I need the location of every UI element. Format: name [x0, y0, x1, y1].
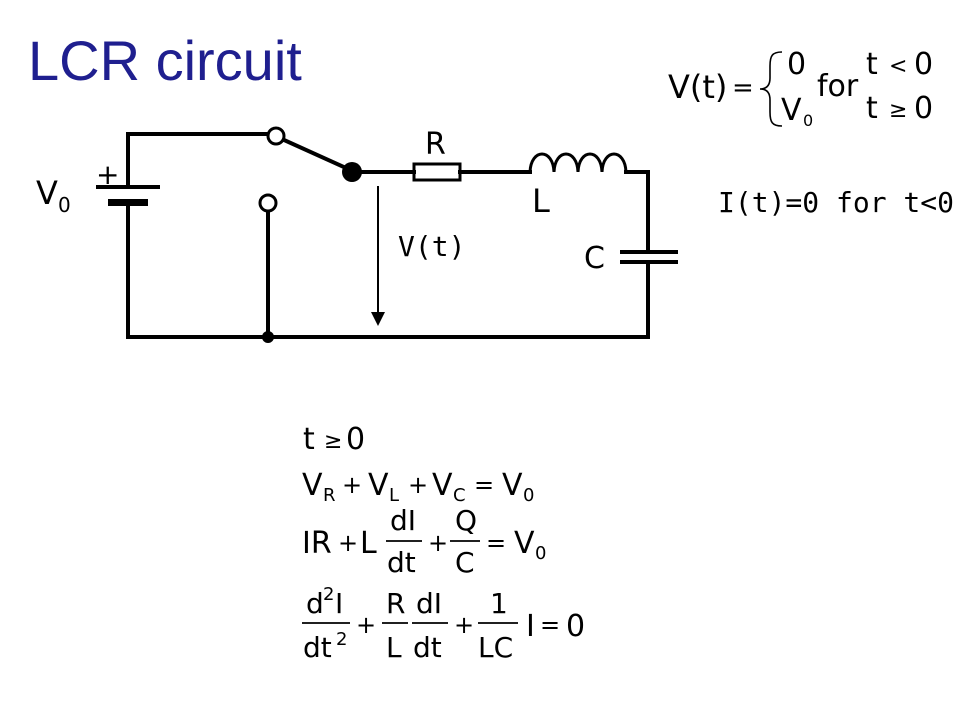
svg-text:LC: LC: [478, 631, 513, 664]
svg-text:V: V: [368, 468, 389, 503]
svg-text:+: +: [454, 611, 474, 639]
svg-text:=: =: [486, 529, 506, 557]
svg-text:Q: Q: [455, 504, 477, 537]
svg-text:=: =: [474, 471, 494, 499]
voltage-arrow-label: V(t): [398, 230, 465, 263]
svg-text:dt: dt: [387, 546, 416, 579]
svg-text:d: d: [306, 587, 324, 620]
svg-text:dt: dt: [303, 631, 332, 664]
svg-text:≥: ≥: [324, 429, 342, 454]
equation-first-order: IR + L dI dt + Q C = V 0: [302, 504, 546, 579]
svg-text:+: +: [356, 611, 376, 639]
resistor-label: R: [425, 127, 446, 162]
definition-lhs: V(t): [668, 68, 727, 106]
svg-text:dI: dI: [390, 504, 416, 537]
definition-case2-value: V: [781, 93, 802, 128]
source-label-subscript: 0: [58, 193, 71, 217]
svg-text:C: C: [455, 546, 475, 579]
definition-case1-val: 0: [914, 47, 933, 82]
svg-text:L: L: [360, 526, 377, 561]
svg-text:0: 0: [535, 543, 546, 564]
svg-text:=: =: [540, 611, 560, 639]
svg-text:+: +: [338, 529, 358, 557]
svg-text:V: V: [432, 468, 453, 503]
inductor-label: L: [532, 182, 550, 220]
initial-condition: I(t)=0 for t<0: [718, 186, 954, 219]
definition-case1-op: <: [889, 54, 907, 79]
slide-title: LCR circuit: [28, 29, 302, 92]
svg-text:+: +: [408, 471, 428, 499]
switch-terminal-bottom: [258, 193, 278, 213]
svg-text:2: 2: [336, 629, 347, 650]
source-label: V: [36, 174, 58, 212]
junction-bottom: [262, 331, 274, 343]
svg-text:L: L: [389, 485, 399, 506]
circuit-diagram: [96, 132, 678, 339]
svg-text:L: L: [386, 631, 402, 664]
resistor: [412, 162, 462, 182]
definition-case2-var: t: [866, 91, 878, 126]
plus-sign: +: [96, 158, 119, 191]
svg-text:dt: dt: [413, 631, 442, 664]
svg-text:0: 0: [346, 422, 365, 457]
definition-case1-value: 0: [787, 47, 806, 82]
equation-second-order: d 2 I dt 2 + R L dI dt + 1 LC I = 0: [302, 584, 585, 664]
svg-text:I: I: [335, 587, 343, 620]
inductor-coil: [528, 152, 628, 174]
svg-text:0: 0: [523, 485, 534, 506]
definition-equals: =: [732, 73, 754, 103]
definition-case2-op: ≥: [889, 98, 907, 123]
svg-text:t: t: [303, 422, 315, 457]
switch-terminal-top: [266, 126, 286, 146]
piecewise-definition: V(t) = 0 for t < 0 V 0 t ≥ 0: [668, 47, 933, 130]
definition-for: for: [817, 69, 859, 104]
svg-text:R: R: [323, 485, 336, 506]
svg-text:1: 1: [490, 587, 508, 620]
svg-text:I: I: [526, 609, 535, 644]
svg-text:R: R: [386, 587, 405, 620]
battery-short-plate: [108, 199, 148, 206]
definition-brace: [759, 51, 783, 127]
definition-case2-val: 0: [914, 91, 933, 126]
svg-text:V: V: [302, 468, 323, 503]
switch-pivot: [342, 162, 362, 182]
equation-condition: t ≥ 0: [303, 422, 365, 457]
svg-text:IR: IR: [302, 526, 332, 561]
svg-text:dI: dI: [416, 587, 442, 620]
definition-case1-var: t: [866, 47, 878, 82]
definition-case2-sub: 0: [803, 111, 813, 130]
svg-text:0: 0: [566, 609, 585, 644]
svg-text:2: 2: [323, 584, 334, 605]
svg-text:V: V: [502, 468, 523, 503]
svg-text:C: C: [453, 485, 466, 506]
switch-arm: [281, 137, 349, 171]
svg-text:+: +: [342, 471, 362, 499]
svg-text:V: V: [514, 526, 535, 561]
svg-text:+: +: [428, 529, 448, 557]
voltage-arrow: [371, 186, 385, 326]
equation-kvl: V R + V L + V C = V 0: [302, 468, 534, 506]
capacitor-label: C: [584, 241, 605, 276]
